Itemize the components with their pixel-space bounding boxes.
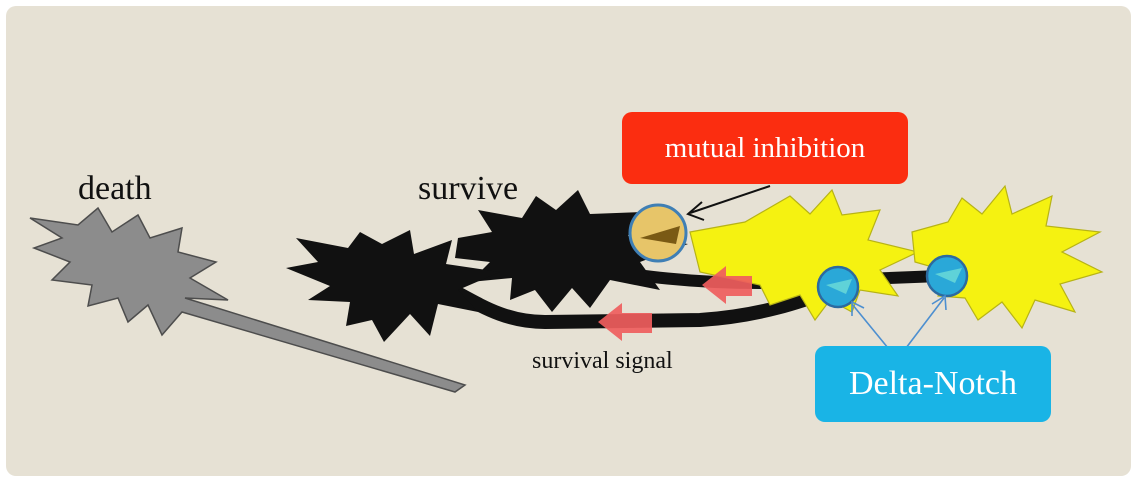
survival-signal-label: survival signal <box>532 348 673 375</box>
notch-pointer-line-1 <box>852 304 888 348</box>
mutual-inhibition-badge[interactable]: mutual inhibition <box>622 112 908 184</box>
survive-label: survive <box>418 170 518 208</box>
signal-arrow-lower[interactable] <box>598 303 652 341</box>
inhibition-pointer-line <box>690 186 770 213</box>
death-label: death <box>78 170 152 208</box>
notch-pointer-line-2 <box>906 298 944 348</box>
delta-notch-badge[interactable]: Delta-Notch <box>815 346 1051 422</box>
